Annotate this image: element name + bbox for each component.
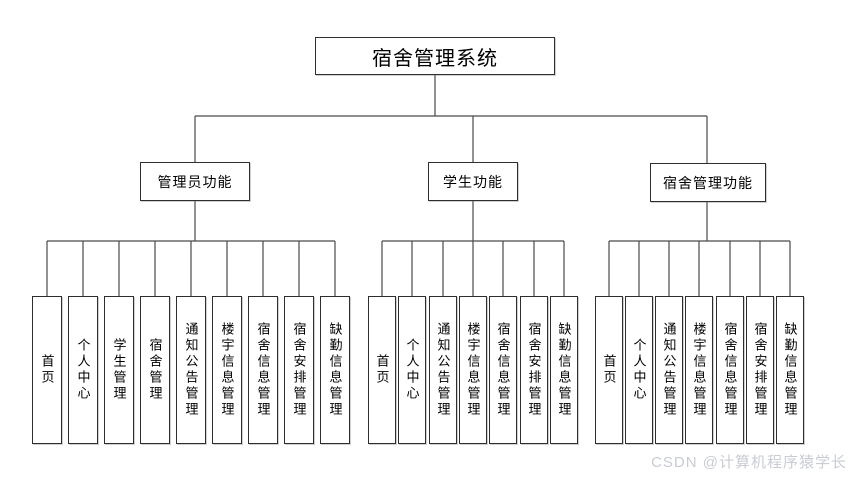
leaf-node-label: 个人中心 — [404, 338, 420, 402]
leaf-node-label: 通知公告管理 — [183, 322, 199, 418]
leaf-node: 个人中心 — [68, 296, 98, 444]
leaf-node-label: 首页 — [374, 354, 390, 386]
leaf-node: 宿舍信息管理 — [716, 296, 744, 444]
group-node-student: 学生功能 — [428, 162, 518, 201]
leaf-node: 个人中心 — [398, 296, 426, 444]
leaf-node-label: 缺勤信息管理 — [327, 322, 343, 418]
leaf-node: 首页 — [32, 296, 62, 444]
leaf-node: 楼宇信息管理 — [685, 296, 713, 444]
leaf-node-label: 宿舍信息管理 — [495, 322, 511, 418]
leaf-node-label: 楼宇信息管理 — [465, 322, 481, 418]
leaf-node: 宿舍信息管理 — [248, 296, 278, 444]
group-node-admin-label: 管理员功能 — [157, 173, 233, 190]
root-node-label: 宿舍管理系统 — [372, 47, 498, 70]
leaf-node-label: 宿舍安排管理 — [291, 322, 307, 418]
leaf-node-label: 个人中心 — [631, 338, 647, 402]
leaf-node: 通知公告管理 — [176, 296, 206, 444]
leaf-node-label: 缺勤信息管理 — [556, 322, 572, 418]
leaf-node-label: 宿舍信息管理 — [722, 322, 738, 418]
leaf-node-label: 首页 — [39, 354, 55, 386]
leaf-node-label: 宿舍安排管理 — [526, 322, 542, 418]
leaf-node: 通知公告管理 — [429, 296, 457, 444]
leaf-node-label: 缺勤信息管理 — [782, 322, 798, 418]
leaf-node-label: 楼宇信息管理 — [691, 322, 707, 418]
group-node-dorm-manager-label: 宿舍管理功能 — [663, 174, 753, 191]
leaf-node: 学生管理 — [104, 296, 134, 444]
leaf-node-label: 首页 — [601, 354, 617, 386]
leaf-node-label: 个人中心 — [75, 338, 91, 402]
leaf-node: 宿舍安排管理 — [520, 296, 548, 444]
leaf-node: 首页 — [368, 296, 396, 444]
leaf-node: 楼宇信息管理 — [459, 296, 487, 444]
leaf-node-label: 楼宇信息管理 — [219, 322, 235, 418]
leaf-node-label: 宿舍安排管理 — [752, 322, 768, 418]
leaf-node: 宿舍安排管理 — [746, 296, 774, 444]
leaf-node-label: 通知公告管理 — [435, 322, 451, 418]
leaf-node: 缺勤信息管理 — [320, 296, 350, 444]
group-node-student-label: 学生功能 — [443, 173, 503, 190]
watermark: CSDN @计算机程序猿学长 — [651, 454, 847, 471]
leaf-node-label: 宿舍信息管理 — [255, 322, 271, 418]
leaf-node: 个人中心 — [625, 296, 653, 444]
leaf-node: 缺勤信息管理 — [776, 296, 804, 444]
leaf-node: 首页 — [595, 296, 623, 444]
leaf-node: 宿舍管理 — [140, 296, 170, 444]
leaf-node-label: 宿舍管理 — [147, 338, 163, 402]
leaf-node: 缺勤信息管理 — [550, 296, 578, 444]
leaf-node: 宿舍安排管理 — [284, 296, 314, 444]
leaf-node-label: 学生管理 — [111, 338, 127, 402]
leaf-node: 宿舍信息管理 — [489, 296, 517, 444]
group-node-admin: 管理员功能 — [140, 162, 250, 201]
root-node: 宿舍管理系统 — [315, 37, 555, 75]
leaf-node-label: 通知公告管理 — [661, 322, 677, 418]
leaf-node: 通知公告管理 — [655, 296, 683, 444]
leaf-node: 楼宇信息管理 — [212, 296, 242, 444]
group-node-dorm-manager: 宿舍管理功能 — [650, 163, 766, 202]
